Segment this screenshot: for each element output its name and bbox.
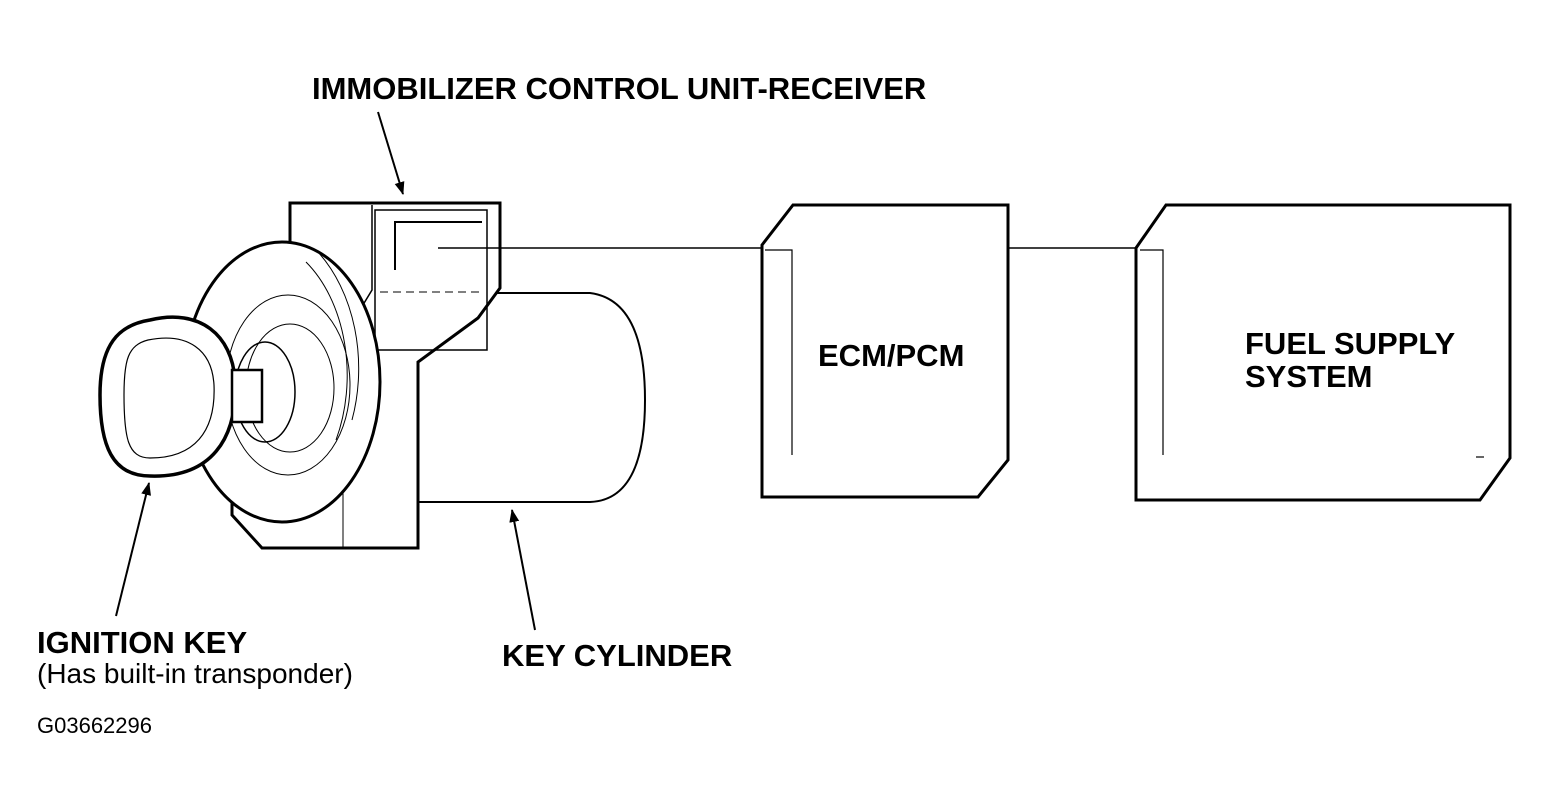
callout-arrows — [115, 111, 536, 631]
key-cylinder — [417, 292, 647, 503]
immobilizer-label: IMMOBILIZER CONTROL UNIT-RECEIVER — [312, 71, 927, 106]
ignition-key — [98, 315, 264, 478]
ignition-ring — [182, 240, 382, 524]
key-cylinder-label: KEY CYLINDER — [502, 638, 733, 673]
fuel-supply-label-line1: FUEL SUPPLY — [1245, 326, 1456, 361]
ecm-pcm-label: ECM/PCM — [818, 338, 965, 373]
ecm-pcm-box — [760, 203, 1010, 499]
fuel-supply-label-line2: SYSTEM — [1245, 359, 1373, 394]
fuel-supply-system-box — [1134, 203, 1512, 502]
ignition-key-note: (Has built-in transponder) — [37, 658, 353, 689]
key-cylinder-arrow — [509, 509, 536, 631]
ignition-key-label: IGNITION KEY — [37, 625, 248, 660]
figure-id: G03662296 — [37, 713, 152, 738]
immobilizer-arrow — [377, 111, 405, 195]
ignition-key-arrow — [115, 482, 151, 617]
